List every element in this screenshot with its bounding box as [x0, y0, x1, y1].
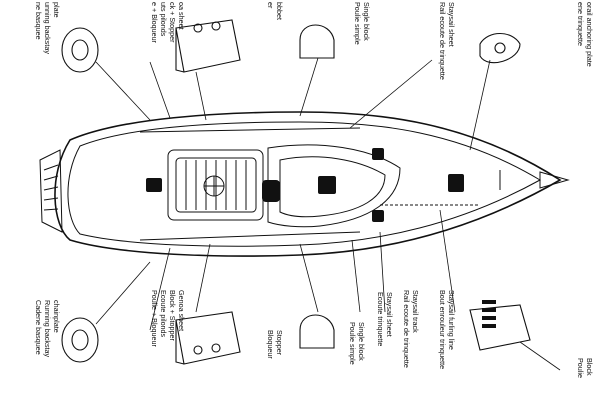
- label-bottom-left-1: Cadene basquee Running backstay chainpla…: [34, 300, 61, 359]
- anchoring-plate: [479, 32, 521, 64]
- label-bottom-right: Poulie Block: [576, 358, 594, 380]
- running-backstay-chainplate-top: [61, 27, 99, 73]
- label-top-mid-2: Poulie simple Single block: [353, 2, 371, 47]
- label-bottom-mid-2: Poulie simple Single block: [348, 322, 366, 367]
- label-bottom-mid-4: Rail ecoute de trinquette Staysail track: [402, 290, 420, 370]
- label-top-left-2: e + Bloqueur uts pilonds ck + Stopper oa…: [150, 2, 186, 45]
- furling-spring: [482, 300, 496, 328]
- transom: [39, 149, 63, 233]
- label-bottom-left-2: Poulie + Bloqueur Ecoute pilonds Block +…: [150, 290, 186, 349]
- single-block-top: [299, 24, 335, 59]
- stopper-block-bottom: [175, 311, 241, 365]
- genoa-track-bottom: [139, 231, 361, 241]
- companionway: [262, 180, 280, 202]
- label-top-mid-3: Rail ecoute de trinquette Staysail sheet: [438, 2, 456, 82]
- labels-group: ne basquee unning backstay plate e + Blo…: [34, 2, 594, 380]
- running-backstay-chainplate-bottom: [61, 317, 99, 363]
- label-top-right: ene trinquette orail anchoring plate: [576, 2, 594, 67]
- hatch-2: [318, 176, 336, 194]
- label-top-mid-1: er bbbet: [266, 2, 284, 20]
- hull-outline: [54, 111, 562, 257]
- label-bottom-mid-5: Bout enrouleur trinquette Staysail furli…: [438, 290, 456, 371]
- deck-edge: [67, 121, 542, 247]
- label-bottom-mid-3: Ecoute trinquette Staysail sheet: [376, 292, 394, 348]
- cabin-top: [267, 144, 401, 228]
- single-block-bottom: [299, 314, 335, 349]
- bow-fitting: [539, 171, 570, 189]
- block-bottom-right: [469, 304, 531, 351]
- genoa-track-top: [139, 127, 361, 133]
- hatch-5: [372, 210, 384, 222]
- label-bottom-mid-1: Bloqueur Stopper: [266, 330, 284, 361]
- hatch-3: [448, 174, 464, 192]
- hatch-4: [372, 148, 384, 160]
- hatch-1: [146, 178, 162, 192]
- label-top-left-1: ne basquee unning backstay plate: [34, 2, 61, 56]
